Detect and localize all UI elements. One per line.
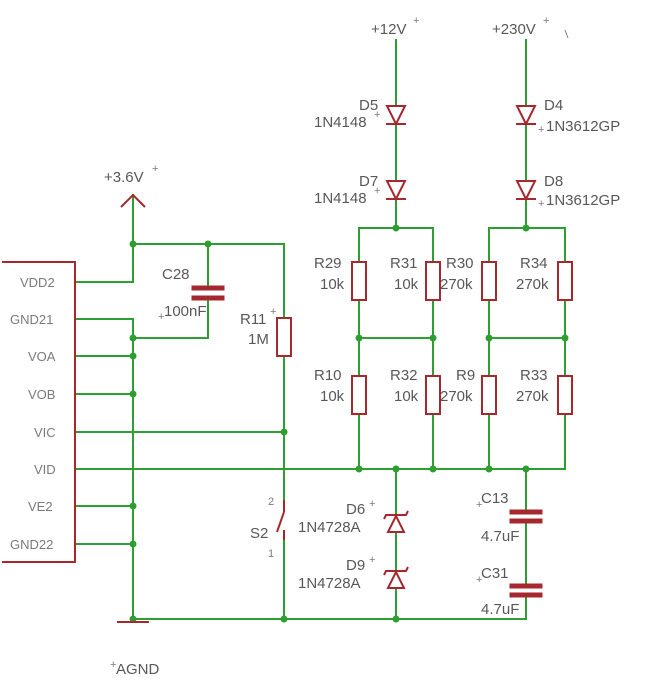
r29-ref: R29 <box>314 255 342 272</box>
svg-text:+: + <box>538 124 544 136</box>
r31-ref: R31 <box>390 255 418 272</box>
capacitor-c31: C31 4.7uF + <box>476 565 543 618</box>
supply-12v-label: +12V <box>371 21 406 38</box>
c28-ref: C28 <box>162 266 190 283</box>
capacitor-c13: C13 4.7uF + <box>476 490 543 545</box>
d4-value: 1N3612GP <box>546 118 620 135</box>
d6-value: 1N4728A <box>298 519 361 536</box>
svg-text:+: + <box>369 554 375 566</box>
r32-value: 10k <box>394 388 419 405</box>
c31-value: 4.7uF <box>481 601 519 618</box>
d8-ref: D8 <box>544 173 563 190</box>
r29-value: 10k <box>320 276 345 293</box>
r10-value: 10k <box>320 388 345 405</box>
svg-text:+: + <box>369 498 375 510</box>
r30-value: 270k <box>440 276 473 293</box>
svg-text:+: + <box>270 306 276 318</box>
svg-text:+: + <box>374 185 380 197</box>
svg-text:+: + <box>110 659 116 671</box>
pin-vic: VIC <box>34 425 56 440</box>
r31-value: 10k <box>394 276 419 293</box>
d9-value: 1N4728A <box>298 575 361 592</box>
d6-ref: D6 <box>346 501 365 518</box>
junctions <box>129 224 569 623</box>
r34-ref: R34 <box>520 255 548 272</box>
r32-ref: R32 <box>390 367 418 384</box>
r11-value: 1M <box>248 331 269 348</box>
r33-ref: R33 <box>520 367 548 384</box>
svg-text:+: + <box>538 198 544 210</box>
capacitor-c28: C28 100nF + <box>158 266 225 323</box>
d5-value: 1N4148 <box>314 114 367 131</box>
c31-ref: C31 <box>481 565 509 582</box>
diode-d8: D8 1N3612GP + <box>515 173 620 210</box>
supply-3v6: +3.6V + <box>104 163 158 208</box>
svg-text:+: + <box>158 311 164 323</box>
pin-voa: VOA <box>28 349 56 364</box>
diode-d5: D5 1N4148 + <box>314 97 407 131</box>
pin-vob: VOB <box>28 387 55 402</box>
r34-value: 270k <box>516 276 549 293</box>
zener-d9: D9 1N4728A + <box>298 554 409 592</box>
c28-value: 100nF <box>164 303 207 320</box>
s2-ref: S2 <box>250 525 268 542</box>
pin-vid: VID <box>34 462 56 477</box>
c13-value: 4.7uF <box>481 528 519 545</box>
supply-3v6-label: +3.6V <box>104 169 144 186</box>
r9-ref: R9 <box>456 367 475 384</box>
d4-ref: D4 <box>544 97 563 114</box>
r33-value: 270k <box>516 388 549 405</box>
agnd-symbol: AGND + <box>110 621 160 678</box>
resistor-r32: R32 10k <box>390 367 441 415</box>
supply-12v: +12V + <box>371 15 419 38</box>
pin-ve2: VE2 <box>28 499 53 514</box>
supply-230v-label: +230V <box>492 21 536 38</box>
d7-ref: D7 <box>359 173 378 190</box>
d9-ref: D9 <box>346 557 365 574</box>
svg-text:+: + <box>374 109 380 121</box>
svg-text:+: + <box>152 163 158 175</box>
d7-value: 1N4148 <box>314 190 367 207</box>
c13-ref: C13 <box>481 490 509 507</box>
svg-text:+: + <box>476 574 482 586</box>
d5-ref: D5 <box>359 97 378 114</box>
resistor-r11: R11 1M + <box>240 306 292 357</box>
s2-pin1: 1 <box>268 548 274 560</box>
resistor-r10: R10 10k <box>314 367 367 415</box>
zener-d6: D6 1N4728A + <box>298 498 409 536</box>
resistor-r31: R31 10k <box>390 255 441 301</box>
pin-gnd21: GND21 <box>10 312 53 327</box>
connector: VDD2 GND21 VOA VOB VIC VID VE2 GND22 <box>2 261 76 563</box>
resistor-r34: R34 270k <box>516 255 573 301</box>
resistor-r9: R9 270k <box>440 367 497 415</box>
svg-text:+: + <box>413 15 419 27</box>
r11-ref: R11 <box>240 311 266 328</box>
r10-ref: R10 <box>314 367 342 384</box>
pin-vdd2: VDD2 <box>20 275 55 290</box>
r30-ref: R30 <box>446 255 474 272</box>
pin-gnd22: GND22 <box>10 537 53 552</box>
resistor-r33: R33 270k <box>516 367 573 415</box>
resistor-r30: R30 270k <box>440 255 497 301</box>
switch-s2: S2 2 1 <box>250 496 285 560</box>
supply-230v: +230V + <box>492 15 569 39</box>
diode-d7: D7 1N4148 + <box>314 173 407 207</box>
svg-text:+: + <box>543 15 549 27</box>
r9-value: 270k <box>440 388 473 405</box>
svg-text:+: + <box>476 499 482 511</box>
diode-d4: D4 1N3612GP + <box>515 97 620 136</box>
s2-pin2: 2 <box>268 496 274 508</box>
d8-value: 1N3612GP <box>546 192 620 209</box>
resistor-r29: R29 10k <box>314 255 367 301</box>
agnd-label: AGND <box>116 661 160 678</box>
